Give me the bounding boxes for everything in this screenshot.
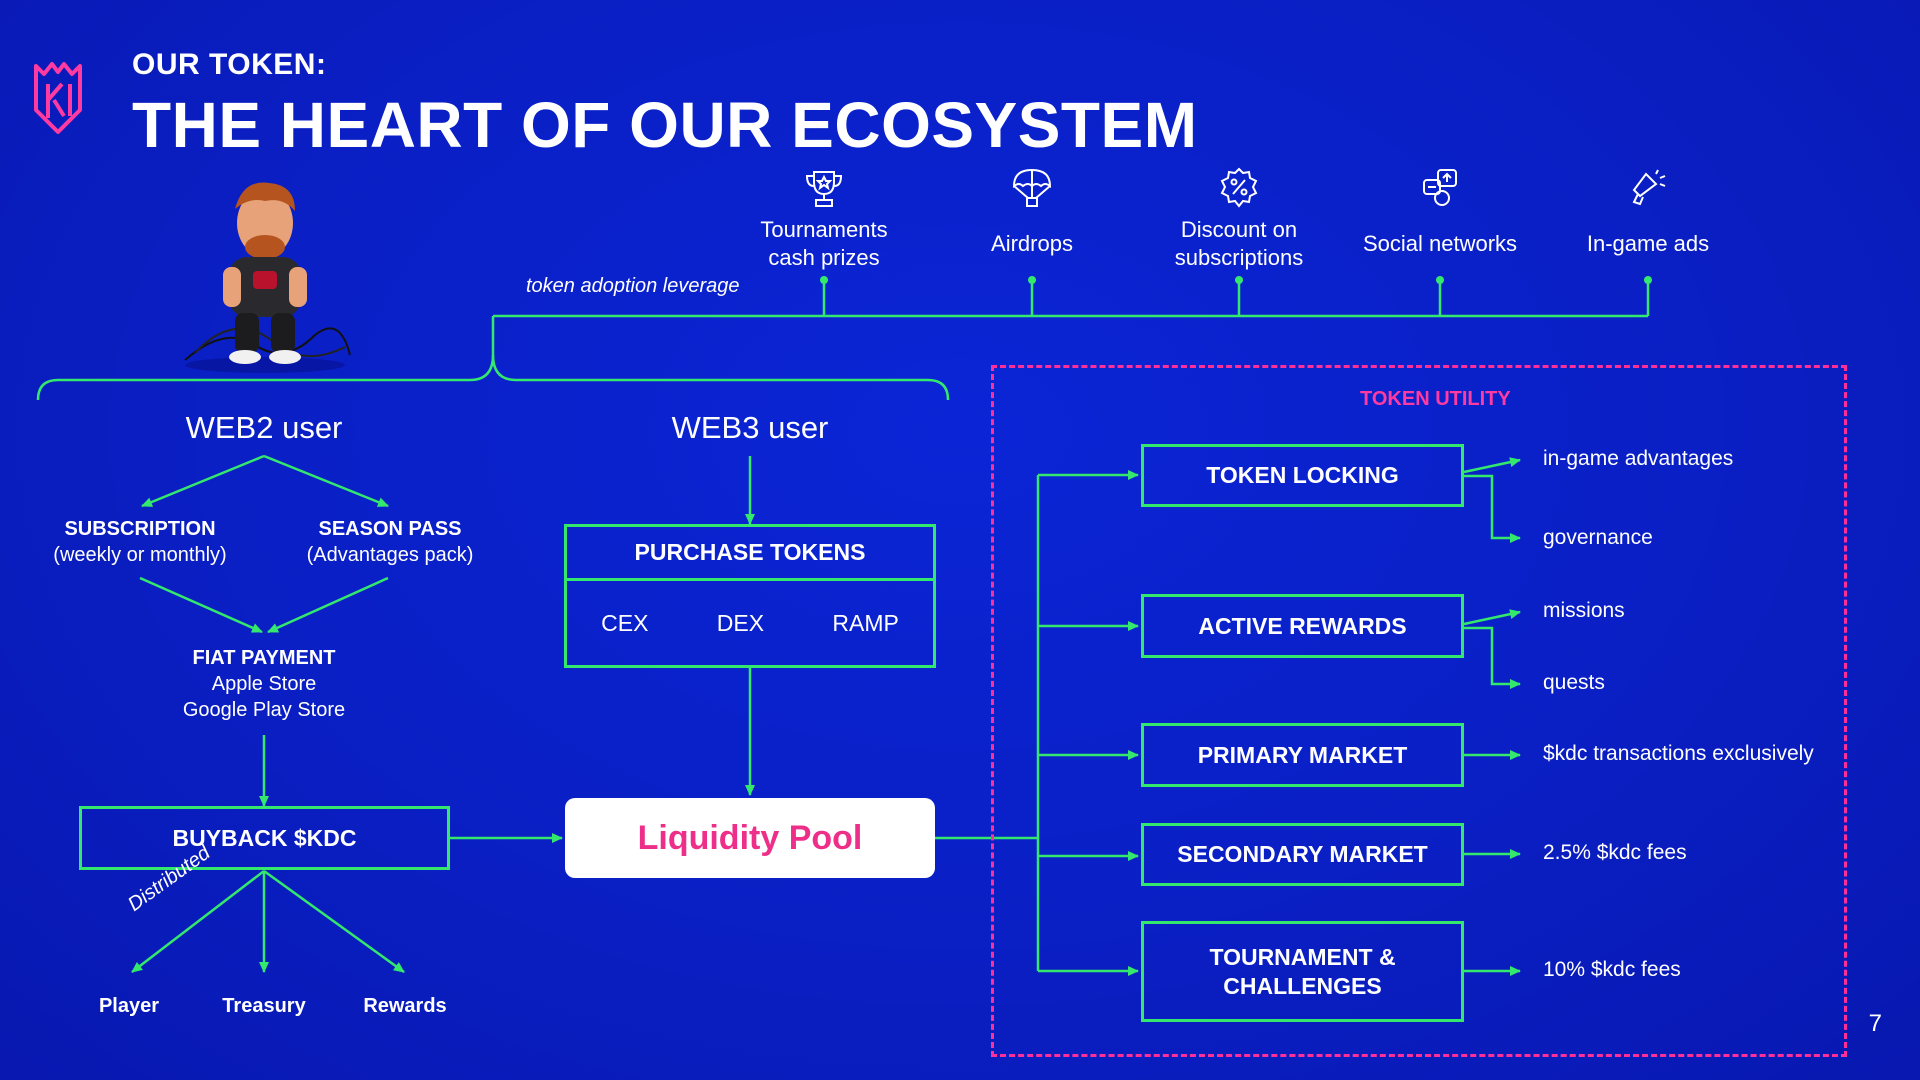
venue-dex: DEX bbox=[716, 609, 765, 636]
token-utility-title: TOKEN UTILITY bbox=[1360, 388, 1511, 410]
token-utility-frame bbox=[991, 365, 1847, 1057]
target-player: Player bbox=[98, 995, 160, 1017]
buyback-box: BUYBACK $KDC bbox=[79, 806, 450, 870]
output-secondary-market: 2.5% $kdc fees bbox=[1543, 841, 1687, 864]
category-ads-label: In-game ads bbox=[1586, 231, 1710, 256]
fiat-apple-store: Apple Store bbox=[211, 673, 317, 695]
web3-user-label: WEB3 user bbox=[671, 410, 829, 445]
category-tournaments: Tournaments cash prizes bbox=[739, 216, 909, 272]
category-tournaments-label: Tournaments cash prizes bbox=[760, 217, 888, 270]
utility-secondary-market-label: SECONDARY MARKET bbox=[1177, 841, 1428, 867]
utility-secondary-market: SECONDARY MARKET bbox=[1141, 823, 1464, 886]
output-governance: governance bbox=[1543, 526, 1653, 549]
venue-ramp: RAMP bbox=[832, 609, 899, 636]
subscription-option: SUBSCRIPTION (weekly or monthly) bbox=[30, 516, 250, 568]
trophy-icon bbox=[805, 171, 843, 207]
megaphone-icon bbox=[1632, 169, 1666, 206]
utility-token-locking-label: TOKEN LOCKING bbox=[1206, 462, 1399, 488]
liquidity-pool: Liquidity Pool bbox=[565, 798, 935, 878]
social-networks-icon bbox=[1423, 169, 1457, 206]
purchase-tokens-box: PURCHASE TOKENS CEX DEX RAMP bbox=[564, 524, 936, 668]
category-discount: Discount on subscriptions bbox=[1144, 216, 1334, 272]
utility-active-rewards-label: ACTIVE REWARDS bbox=[1198, 612, 1407, 639]
slide-title: THE HEART OF OUR ECOSYSTEM bbox=[132, 89, 1198, 161]
category-social: Social networks bbox=[1345, 230, 1535, 258]
utility-primary-market-label: PRIMARY MARKET bbox=[1197, 741, 1408, 768]
fiat-payment-title: FIAT PAYMENT bbox=[192, 647, 336, 669]
category-ads: In-game ads bbox=[1553, 230, 1743, 258]
page-number: 7 bbox=[1868, 1010, 1882, 1037]
parachute-icon bbox=[1012, 168, 1052, 207]
brand-logo bbox=[34, 62, 82, 134]
liquidity-pool-label: Liquidity Pool bbox=[637, 818, 863, 857]
category-social-label: Social networks bbox=[1362, 231, 1518, 256]
output-tournament-fees: 10% $kdc fees bbox=[1543, 958, 1681, 981]
purchase-tokens-title: PURCHASE TOKENS bbox=[567, 527, 933, 581]
target-rewards: Rewards bbox=[363, 995, 447, 1017]
fiat-google-play: Google Play Store bbox=[182, 699, 346, 721]
season-pass-title: SEASON PASS bbox=[318, 518, 462, 540]
venue-row: CEX DEX RAMP bbox=[567, 581, 933, 665]
subscription-subtitle: (weekly or monthly) bbox=[53, 544, 227, 566]
output-missions: missions bbox=[1543, 599, 1625, 622]
buyback-label: BUYBACK $KDC bbox=[172, 824, 357, 851]
season-pass-option: SEASON PASS (Advantages pack) bbox=[280, 516, 500, 568]
category-airdrops-label: Airdrops bbox=[991, 231, 1073, 256]
subscription-title: SUBSCRIPTION bbox=[64, 518, 216, 540]
utility-active-rewards: ACTIVE REWARDS bbox=[1141, 594, 1464, 658]
output-quests: quests bbox=[1543, 671, 1605, 694]
category-airdrops: Airdrops bbox=[947, 230, 1117, 258]
slide-subtitle: OUR TOKEN: bbox=[132, 48, 327, 81]
season-pass-subtitle: (Advantages pack) bbox=[306, 544, 474, 566]
output-in-game-advantages: in-game advantages bbox=[1543, 447, 1734, 470]
output-primary-market: $kdc transactions exclusively bbox=[1543, 742, 1814, 765]
utility-tournament-challenges: TOURNAMENT & CHALLENGES bbox=[1141, 921, 1464, 1022]
utility-primary-market: PRIMARY MARKET bbox=[1141, 723, 1464, 787]
target-treasury: Treasury bbox=[222, 995, 306, 1017]
utility-tournament-challenges-label: TOURNAMENT & CHALLENGES bbox=[1209, 943, 1396, 999]
adoption-note: token adoption leverage bbox=[526, 275, 740, 297]
fiat-payment: FIAT PAYMENT Apple Store Google Play Sto… bbox=[144, 645, 384, 723]
discount-icon bbox=[1220, 167, 1258, 208]
category-discount-label: Discount on subscriptions bbox=[1174, 217, 1304, 270]
web2-user-label: WEB2 user bbox=[185, 410, 343, 445]
venue-cex: CEX bbox=[601, 609, 649, 636]
utility-token-locking: TOKEN LOCKING bbox=[1141, 444, 1464, 507]
player-avatar-image bbox=[184, 182, 351, 373]
